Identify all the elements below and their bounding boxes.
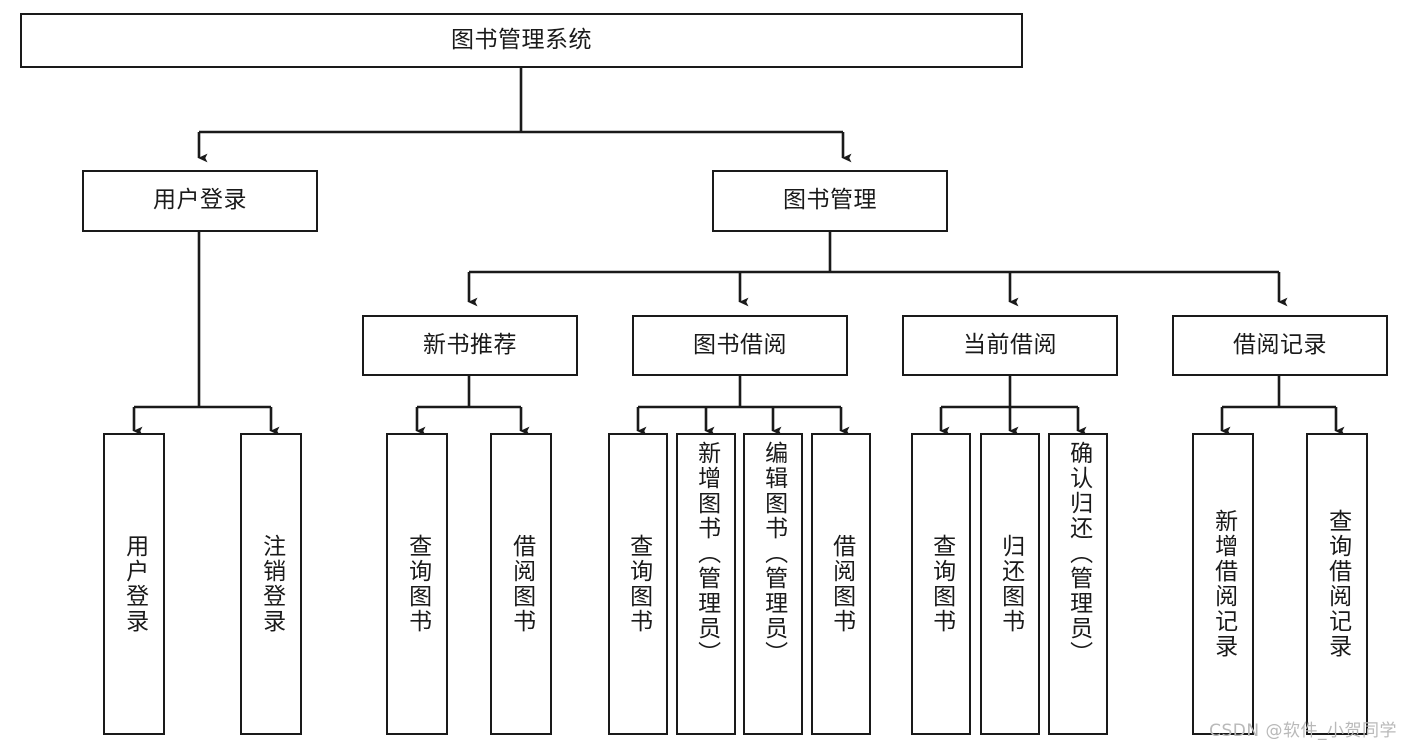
node-current-borrow-label: 当前借阅 bbox=[963, 331, 1057, 358]
leaf-current-borrow-return[interactable]: 归还图书 bbox=[980, 433, 1040, 735]
edges-records-to-leaves bbox=[1220, 376, 1345, 436]
node-current-borrow[interactable]: 当前借阅 bbox=[902, 315, 1118, 376]
leaf-book-borrow-add[interactable]: 新增图书（管理员） bbox=[676, 433, 736, 735]
leaf-current-borrow-return-label: 归还图书 bbox=[997, 534, 1024, 634]
edges-bookborrow-to-leaves bbox=[636, 376, 850, 436]
leaf-user-login-login-label: 用户登录 bbox=[121, 534, 148, 634]
node-root-system[interactable]: 图书管理系统 bbox=[20, 13, 1023, 68]
edges-root-to-level2 bbox=[197, 68, 852, 163]
leaf-book-borrow-borrow[interactable]: 借阅图书 bbox=[811, 433, 871, 735]
node-book-borrow[interactable]: 图书借阅 bbox=[632, 315, 848, 376]
node-root-system-label: 图书管理系统 bbox=[451, 26, 592, 53]
leaf-user-login-logout-label: 注销登录 bbox=[258, 534, 285, 634]
leaf-book-borrow-query[interactable]: 查询图书 bbox=[608, 433, 668, 735]
node-book-management-label: 图书管理 bbox=[783, 187, 877, 214]
edges-newbooks-to-leaves bbox=[415, 376, 530, 436]
leaf-user-login-login[interactable]: 用户登录 bbox=[103, 433, 165, 735]
leaf-records-query[interactable]: 查询借阅记录 bbox=[1306, 433, 1368, 735]
leaf-current-borrow-confirm[interactable]: 确认归还（管理员） bbox=[1048, 433, 1108, 735]
leaf-book-borrow-borrow-label: 借阅图书 bbox=[828, 534, 855, 634]
leaf-book-borrow-edit-label: 编辑图书（管理员） bbox=[760, 441, 787, 666]
node-borrow-records[interactable]: 借阅记录 bbox=[1172, 315, 1388, 376]
edges-currentborrow-to-leaves bbox=[939, 376, 1087, 436]
leaf-records-add[interactable]: 新增借阅记录 bbox=[1192, 433, 1254, 735]
leaf-new-books-borrow-label: 借阅图书 bbox=[508, 534, 535, 634]
leaf-current-borrow-query[interactable]: 查询图书 bbox=[911, 433, 971, 735]
leaf-records-query-label: 查询借阅记录 bbox=[1324, 509, 1351, 659]
leaf-book-borrow-edit[interactable]: 编辑图书（管理员） bbox=[743, 433, 803, 735]
leaf-user-login-logout[interactable]: 注销登录 bbox=[240, 433, 302, 735]
node-user-login-label: 用户登录 bbox=[153, 187, 247, 214]
edges-bookmgmt-to-level3 bbox=[467, 232, 1288, 307]
leaf-current-borrow-confirm-label: 确认归还（管理员） bbox=[1065, 441, 1092, 666]
leaf-new-books-borrow[interactable]: 借阅图书 bbox=[490, 433, 552, 735]
node-borrow-records-label: 借阅记录 bbox=[1233, 331, 1327, 358]
leaf-current-borrow-query-label: 查询图书 bbox=[928, 534, 955, 634]
node-user-login[interactable]: 用户登录 bbox=[82, 170, 318, 232]
leaf-new-books-query-label: 查询图书 bbox=[404, 534, 431, 634]
node-new-book-recommend-label: 新书推荐 bbox=[423, 331, 517, 358]
leaf-records-add-label: 新增借阅记录 bbox=[1210, 509, 1237, 659]
edges-userlogin-to-leaves bbox=[132, 232, 280, 436]
leaf-book-borrow-query-label: 查询图书 bbox=[625, 534, 652, 634]
node-new-book-recommend[interactable]: 新书推荐 bbox=[362, 315, 578, 376]
node-book-borrow-label: 图书借阅 bbox=[693, 331, 787, 358]
leaf-new-books-query[interactable]: 查询图书 bbox=[386, 433, 448, 735]
leaf-book-borrow-add-label: 新增图书（管理员） bbox=[693, 441, 720, 666]
node-book-management[interactable]: 图书管理 bbox=[712, 170, 948, 232]
